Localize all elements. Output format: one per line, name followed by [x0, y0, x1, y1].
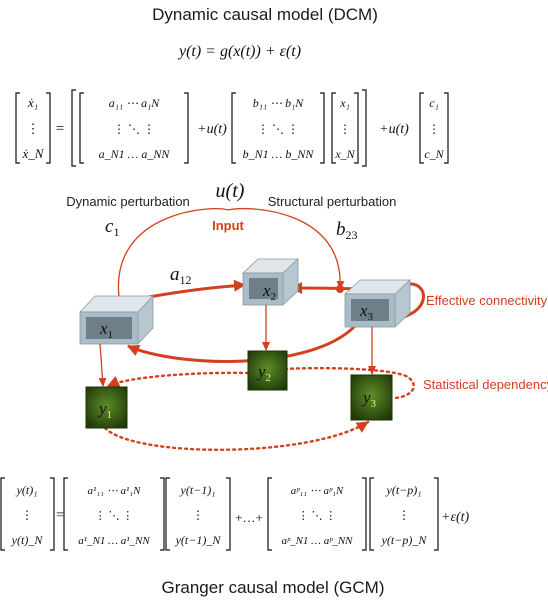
dcm-a-row3: a_N1 … a_NN [99, 147, 171, 161]
gcm-ap-row3: aᵖ_N1 … aᵖ_NN [281, 535, 353, 547]
input-arc-to-connection [227, 208, 345, 290]
connection-x1-x2 [137, 279, 246, 301]
y2-label: y2 [256, 362, 271, 384]
gcm-ap-row2: ⋮ ⋱ ⋮ [298, 510, 337, 522]
dcm-lhs-row3: ẋ_N [22, 146, 45, 161]
dcm-c-row3: c_N [424, 147, 444, 161]
dcm-a-row2: ⋮ ⋱ ⋮ [113, 122, 155, 136]
dcm-lhs-row2: ⋮ [27, 121, 40, 136]
gcm-yp-row2: ⋮ [398, 508, 410, 522]
gcm-lhs-row3: y(t)_N [11, 533, 44, 547]
gcm-yp-row3: y(t−p)_N [381, 533, 428, 547]
gcm-y1-row3: y(t−1)_N [175, 533, 222, 547]
dcm-b-row2: ⋮ ⋱ ⋮ [257, 122, 299, 136]
gcm-dots: +…+ [235, 510, 263, 525]
dcm-state-equation: ẋ₁ ⋮ ẋ_N = a₁₁ ⋯ a₁N ⋮ ⋱ ⋮ a_N1 … a_NN +… [15, 89, 449, 167]
gcm-a1-row3: a¹_N1 … a¹_NN [78, 535, 150, 547]
x2-label: x2 [262, 281, 276, 303]
self-connection-x3 [399, 282, 425, 320]
gcm-equals: = [56, 508, 64, 523]
c1-symbol: c1 [105, 216, 119, 239]
dcm-equals: = [56, 121, 64, 137]
input-arc-to-x1 [118, 208, 229, 298]
gcm-epsilon: +ε(t) [441, 510, 470, 525]
gcm-y1-row1: y(t−1)₁ [180, 483, 216, 497]
state-box-x2: x2 [241, 258, 300, 306]
dcm-b-row1: b₁₁ ⋯ b₁N [253, 96, 305, 110]
dcm-ut-2: +u(t) [379, 122, 409, 137]
b23-symbol: b23 [336, 219, 358, 242]
state-box-x1: x1 [79, 294, 154, 346]
gcm-equation: y(t)₁ ⋮ y(t)_N = a¹₁₁ ⋯ a¹₁N ⋮ ⋱ ⋮ a¹_N1… [0, 477, 470, 551]
input-label: Input [212, 218, 244, 233]
state-box-x3: x3 [343, 279, 412, 328]
gcm-title: Granger causal model (GCM) [162, 578, 385, 597]
y1-label: y1 [97, 399, 112, 421]
a12-symbol: a12 [170, 264, 192, 287]
dynamic-perturbation-label: Dynamic perturbation [66, 194, 190, 209]
dcm-x-row3: x_N [334, 147, 355, 161]
gcm-y1-row2: ⋮ [192, 508, 204, 522]
gcm-yp-row1: y(t−p)₁ [386, 483, 422, 497]
connection-x3-x1 [127, 324, 357, 363]
modulation-dot [336, 285, 344, 293]
observation-box-y2: y2 [247, 350, 288, 391]
dcm-title: Dynamic causal model (DCM) [152, 5, 378, 24]
observation-equation: y(t) = g(x(t)) + ε(t) [177, 43, 301, 60]
dependency-y2-to-y1 [106, 371, 250, 388]
dcm-ut-1: +u(t) [197, 122, 227, 137]
input-symbol: u(t) [216, 180, 245, 202]
dcm-x-row2: ⋮ [339, 122, 351, 136]
effective-connectivity-label: Effective connectivity [426, 293, 548, 308]
dependency-y3-loop [283, 366, 415, 400]
observation-box-y3: y3 [350, 374, 393, 421]
gcm-lhs-row2: ⋮ [21, 508, 33, 522]
dcm-b-row3: b_N1 … b_NN [243, 147, 315, 161]
x3-label: x3 [359, 301, 374, 323]
gcm-lhs-row1: y(t)₁ [16, 483, 38, 497]
gcm-a1-row2: ⋮ ⋱ ⋮ [95, 510, 134, 522]
gcm-ap-row1: aᵖ₁₁ ⋯ aᵖ₁N [291, 485, 344, 497]
structural-perturbation-label: Structural perturbation [268, 194, 397, 209]
connection-x3-x2 [290, 282, 361, 295]
dcm-lhs-row1: ẋ₁ [27, 95, 38, 110]
y3-label: y3 [361, 388, 377, 410]
dcm-c-row2: ⋮ [428, 122, 440, 136]
dcm-c-row1: c₁ [429, 96, 439, 110]
dependency-y1-to-y3 [103, 420, 370, 451]
dcm-x-row1: x₁ [339, 96, 350, 110]
dcm-a-row1: a₁₁ ⋯ a₁N [109, 96, 161, 110]
x1-label: x1 [99, 319, 113, 341]
observation-box-y1: y1 [85, 386, 128, 429]
gcm-a1-row1: a¹₁₁ ⋯ a¹₁N [88, 485, 142, 497]
statistical-dependency-label: Statistical dependency [423, 377, 548, 392]
x1-to-y1-arrow [98, 343, 107, 387]
